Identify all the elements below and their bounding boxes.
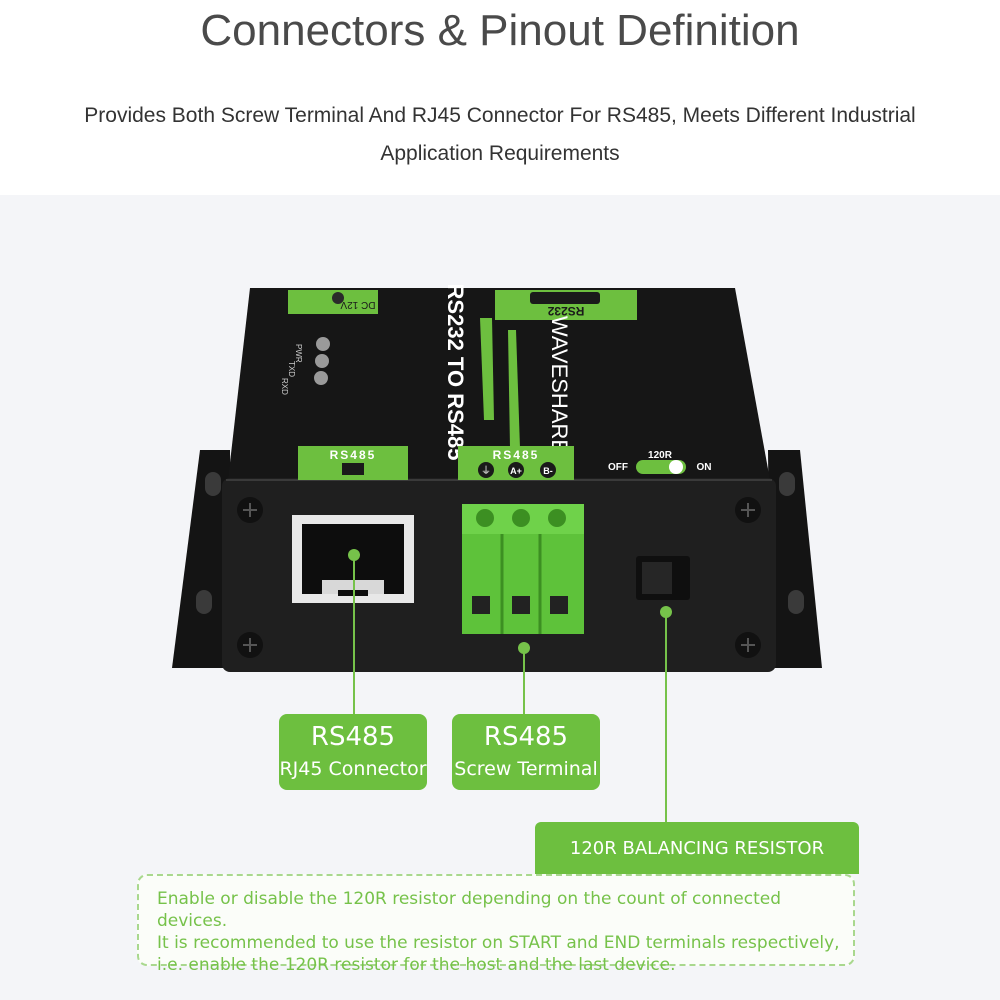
dc-jack-icon xyxy=(332,292,344,304)
switch-label-off: OFF xyxy=(608,462,628,473)
switch-knob-icon xyxy=(669,460,683,474)
arrow-right-icon xyxy=(508,330,520,448)
callout-rj45-title: RS485 xyxy=(310,722,396,752)
note-line-3: i.e. enable the 120R resistor for the ho… xyxy=(157,955,676,975)
page-title: Connectors & Pinout Definition xyxy=(200,6,800,55)
pin-ground-icon: ⏚ xyxy=(481,465,491,477)
callout-rj45-connector: RS485 RJ45 Connector xyxy=(279,714,427,790)
screw-terminal-icon xyxy=(462,504,584,634)
rs232-label-text: RS232 xyxy=(547,304,584,318)
switch-usage-note: Enable or disable the 120R resistor depe… xyxy=(137,874,855,975)
callout-rj45-subtitle: RJ45 Connector xyxy=(279,758,427,780)
led-txd xyxy=(315,354,329,368)
arrow-left-icon xyxy=(480,318,494,420)
led-rxd xyxy=(314,371,328,385)
led-label-rxd: RXD xyxy=(280,378,289,395)
rs485-terminal-label-text: RS485 xyxy=(493,448,540,462)
left-flange-hole-bottom xyxy=(196,590,212,614)
pin-b-minus: B- xyxy=(543,466,553,476)
right-flange-hole-bottom xyxy=(788,590,804,614)
subtitle-line-1: Provides Both Screw Terminal And RJ45 Co… xyxy=(84,104,916,127)
subtitle-line-2: Application Requirements xyxy=(380,142,620,165)
led-label-txd: TXD xyxy=(287,361,296,377)
page-subtitle: Provides Both Screw Terminal And RJ45 Co… xyxy=(0,97,1000,173)
callout-terminal-title: RS485 xyxy=(483,722,569,752)
callout-switch-title: 120R BALANCING RESISTOR SWITCH xyxy=(535,822,859,913)
model-text: RS232 TO RS485 xyxy=(443,284,468,461)
dc-label-text: DC 12V xyxy=(340,299,375,310)
right-flange-hole-top xyxy=(779,472,795,496)
note-line-2: It is recommended to use the resistor on… xyxy=(157,933,840,953)
right-mounting-flange xyxy=(768,450,822,668)
device-top-face xyxy=(228,288,770,480)
brand-logo-text: WAVESHARE xyxy=(547,316,572,454)
rj45-mini-icon xyxy=(342,463,364,475)
switch-label-on: ON xyxy=(697,462,712,473)
led-pwr xyxy=(316,337,330,351)
led-label-pwr: PWR xyxy=(294,344,303,363)
pin-a-plus: A+ xyxy=(510,466,522,476)
resistor-slide-switch-icon xyxy=(636,556,690,600)
rs485-rj45-label-text: RS485 xyxy=(330,448,377,462)
callout-screw-terminal: RS485 Screw Terminal xyxy=(452,714,600,790)
rs232-db9-icon xyxy=(530,292,600,304)
callout-terminal-subtitle: Screw Terminal xyxy=(454,758,598,780)
left-mounting-flange xyxy=(172,450,232,668)
switch-label-120r: 120R xyxy=(648,450,673,461)
left-flange-hole-top xyxy=(205,472,221,496)
screw-icons xyxy=(237,497,761,658)
page-header: Connectors & Pinout Definition Provides … xyxy=(0,0,1000,195)
note-line-1: Enable or disable the 120R resistor depe… xyxy=(157,889,782,931)
dc-label-panel xyxy=(288,290,378,314)
